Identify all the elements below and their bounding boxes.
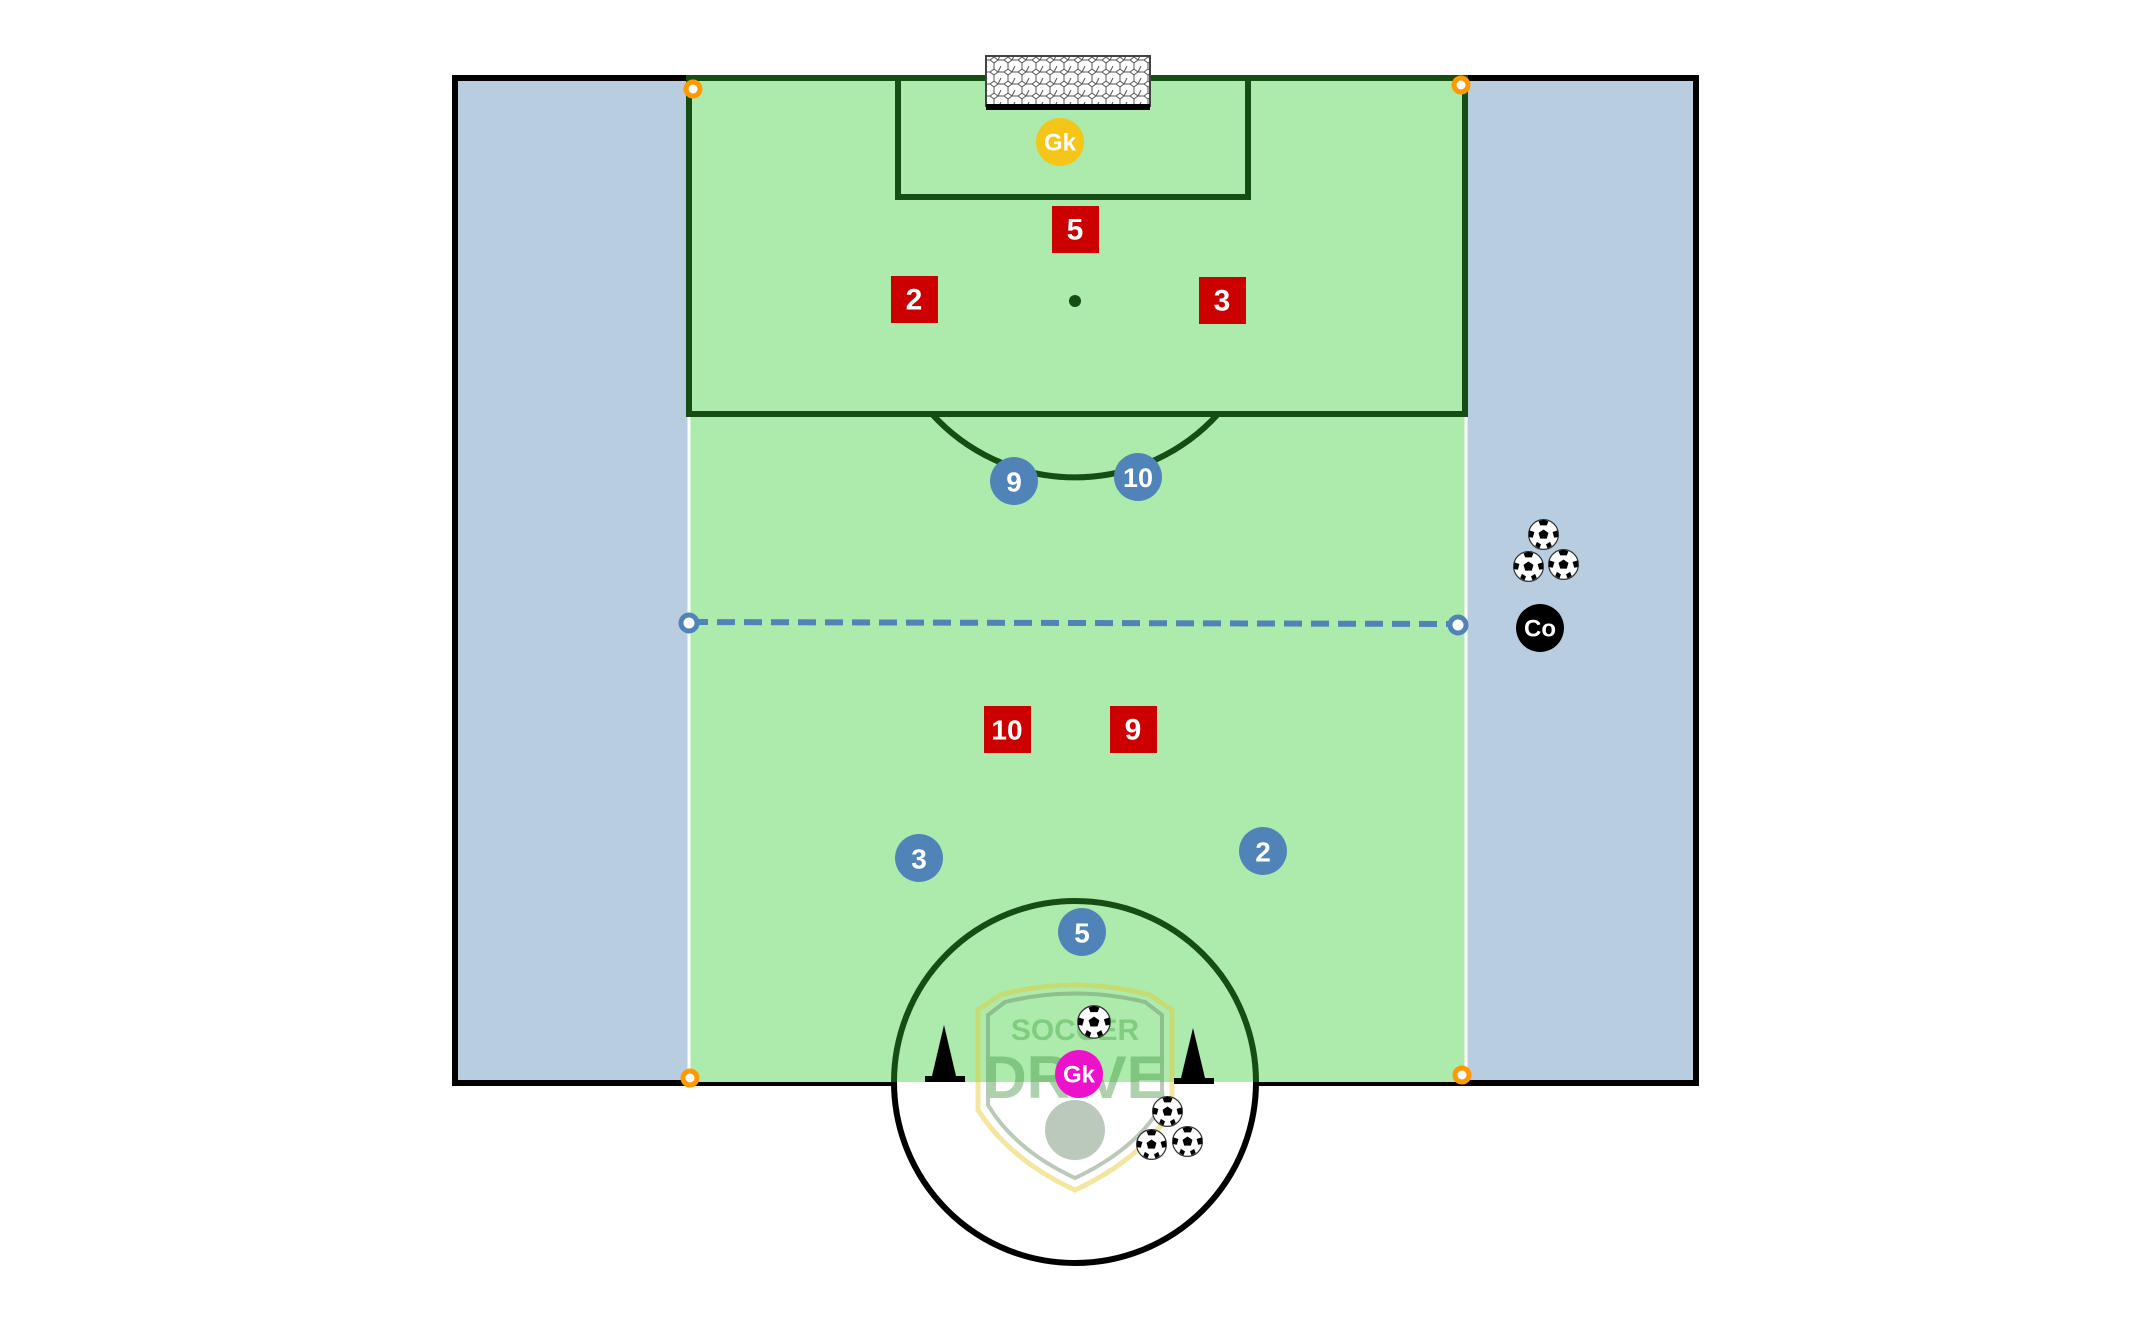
player-number: 9: [1125, 714, 1142, 747]
red-player-9[interactable]: 9: [1110, 706, 1157, 753]
blue-player-9[interactable]: 9: [990, 457, 1038, 505]
cone-icon: [1174, 1028, 1214, 1084]
goal-line: [986, 104, 1150, 110]
goalkeeper-top[interactable]: Gk: [1036, 118, 1084, 166]
player-number: 3: [911, 844, 927, 875]
soccer-ball-icon: [1172, 1126, 1203, 1157]
blue-player-5[interactable]: 5: [1058, 908, 1106, 956]
line-end-marker-left: [678, 612, 700, 634]
goalkeeper-label: Gk: [1063, 1062, 1096, 1089]
bottom-circle-top: [891, 898, 1259, 1083]
player-number: 10: [1123, 463, 1153, 493]
red-player-5[interactable]: 5: [1052, 206, 1099, 253]
line-end-marker-right: [1447, 614, 1469, 636]
player-number: 5: [1074, 918, 1090, 949]
player-number: 5: [1067, 214, 1084, 247]
soccer-ball-icon: [1513, 551, 1544, 582]
soccer-ball-icon: [1136, 1129, 1167, 1160]
logo-text-line1: SOCCER: [1011, 1014, 1140, 1047]
blue-player-10[interactable]: 10: [1114, 453, 1162, 501]
soccer-ball-icon: [1528, 519, 1559, 550]
red-player-2[interactable]: 2: [891, 276, 938, 323]
soccer-ball-icon: [1548, 549, 1579, 580]
corner-marker: [680, 1068, 700, 1088]
penalty-spot: [1069, 295, 1081, 307]
cone-icon: [925, 1025, 965, 1082]
bottom-circle-bottom: [891, 1081, 1259, 1266]
corner-marker: [683, 79, 703, 99]
player-number: 2: [1255, 837, 1271, 868]
corner-marker: [1451, 75, 1471, 95]
blue-player-2[interactable]: 2: [1239, 827, 1287, 875]
penalty-arc: [929, 411, 1221, 481]
player-number: 3: [1214, 285, 1231, 318]
red-player-10[interactable]: 10: [984, 706, 1031, 753]
halfway-dashed-line: [689, 619, 1458, 627]
coach-label: Co: [1524, 616, 1556, 643]
goalkeeper-label: Gk: [1044, 130, 1077, 157]
player-number: 10: [991, 715, 1022, 746]
bottom-circle-white-half: [894, 1082, 1256, 1263]
goalkeeper-bottom[interactable]: Gk: [1055, 1050, 1103, 1098]
soccer-ball-icon: [1152, 1096, 1183, 1127]
red-player-3[interactable]: 3: [1199, 277, 1246, 324]
player-number: 9: [1006, 467, 1022, 498]
coach[interactable]: Co: [1516, 604, 1564, 652]
soccer-ball-icon: [1077, 1005, 1111, 1039]
corner-marker: [1452, 1065, 1472, 1085]
goal-net: [985, 55, 1151, 107]
player-number: 2: [906, 284, 923, 317]
blue-player-3[interactable]: 3: [895, 834, 943, 882]
